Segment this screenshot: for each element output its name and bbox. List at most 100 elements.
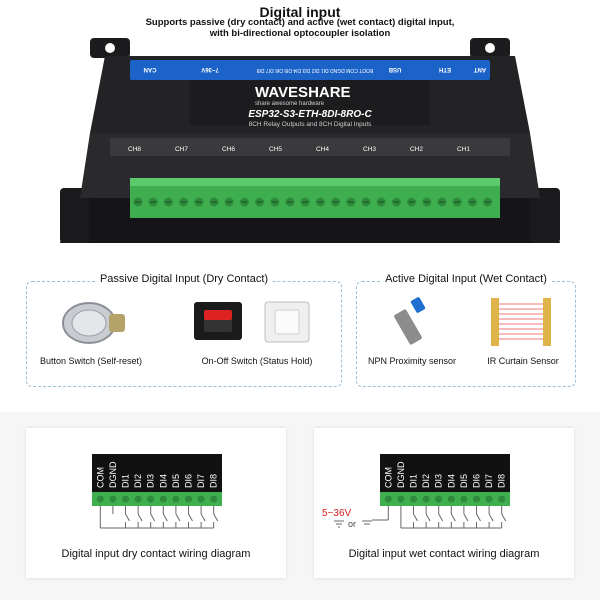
pin-label: DGND — [396, 461, 406, 488]
device-input-strip: BOOT COM DGND DI1 DI2 DI3 DI4 DI5 DI6 DI… — [256, 67, 373, 73]
channel-labels: CH8 CH7 CH6 CH5 CH4 CH3 CH2 CH1 — [128, 146, 470, 153]
pin-label: DI4 — [158, 474, 168, 488]
wall-switch-icon — [264, 301, 310, 343]
device-label-panel — [190, 80, 430, 125]
pin-screw-icon — [473, 495, 480, 503]
channel-label: CH2 — [410, 146, 423, 153]
pin-screw-icon — [422, 495, 430, 503]
switch-contact-icon — [200, 513, 206, 522]
ir-curtain-label: IR Curtain Sensor — [487, 356, 559, 366]
device-brand-tagline: share awesome hardware — [255, 101, 325, 107]
channel-label: CH1 — [457, 146, 470, 153]
port-label: USB — [388, 66, 401, 72]
terminal-screws — [133, 197, 493, 207]
pin-screw-icon — [397, 495, 405, 503]
pin-screw-icon — [210, 495, 218, 503]
active-panel-title: Active Digital Input (Wet Contact) — [357, 273, 575, 285]
pin-screw-icon — [159, 495, 167, 503]
pin-screw-icon — [498, 495, 506, 503]
pin-label: COM — [383, 467, 393, 488]
pin-screw-icon — [485, 495, 493, 503]
pin-screw-icon — [96, 495, 104, 503]
device-description: 8CH Relay Outputs and 8CH Digital Inputs — [249, 121, 373, 128]
channel-label: CH7 — [175, 146, 188, 153]
pin-label: DGND — [108, 461, 118, 488]
pin-screw-icon — [384, 495, 392, 503]
terminal-block-top — [130, 178, 500, 186]
pin-screw-icon — [185, 495, 192, 503]
pin-header — [92, 454, 222, 492]
page-title: Digital input — [259, 4, 341, 20]
pin-label: COM — [95, 467, 105, 488]
mount-hole-icon — [105, 43, 115, 53]
terminal-strip — [92, 492, 222, 506]
switch-contact-icon — [162, 513, 168, 522]
proximity-sensor-icon — [394, 297, 426, 345]
switch-contact-icon — [188, 513, 193, 522]
switch-contact-icon — [413, 513, 418, 522]
pin-screw-icon — [134, 495, 142, 503]
mount-hole-icon — [533, 155, 543, 165]
pin-label: DI8 — [209, 474, 219, 488]
switch-contact-icon — [213, 513, 219, 522]
switch-contact-icon — [488, 513, 494, 522]
switch-contact-icon — [463, 513, 469, 522]
pin-label: DI6 — [184, 474, 194, 488]
dry-wiring-caption: Digital input dry contact wiring diagram — [61, 548, 251, 560]
npn-sensor-label: NPN Proximity sensor — [367, 356, 457, 366]
pin-header — [380, 454, 510, 492]
pin-label: DI1 — [409, 474, 419, 488]
pin-label: DI8 — [497, 474, 507, 488]
device-left-ear — [60, 188, 90, 243]
pin-screw-icon — [197, 495, 205, 503]
device-brand: WAVESHARE — [255, 84, 351, 101]
pin-screw-icon — [460, 495, 468, 503]
port-label: CAN — [144, 66, 157, 72]
subtitle-line-2: with bi-directional optocoupler isolatio… — [209, 28, 391, 39]
mount-hole-icon — [485, 43, 495, 53]
switch-contact-icon — [476, 513, 481, 522]
device-model: ESP32-S3-ETH-8DI-8RO-C — [248, 109, 372, 120]
wet-wiring-caption: Digital input wet contact wiring diagram — [348, 548, 540, 560]
button-switch-label: Button Switch (Self-reset) — [39, 356, 143, 366]
device-port-strip — [130, 60, 490, 80]
port-label: 7~36V — [201, 66, 219, 72]
terminal-strip — [380, 492, 510, 506]
switch-contact-icon — [137, 513, 143, 522]
channel-label: CH8 — [128, 146, 141, 153]
passive-panel-title: Passive Digital Input (Dry Contact) — [27, 273, 341, 285]
pin-screw-icon — [410, 495, 417, 503]
pin-label: DI7 — [196, 474, 206, 488]
pin-screw-icon — [172, 495, 180, 503]
pin-screw-icon — [435, 495, 443, 503]
channel-label: CH4 — [316, 146, 329, 153]
onoff-switch-label: On-Off Switch (Status Hold) — [201, 356, 313, 366]
pin-label: DI2 — [133, 474, 143, 488]
pin-label: DI2 — [421, 474, 431, 488]
ir-curtain-icon — [491, 298, 551, 346]
channel-label: CH6 — [222, 146, 235, 153]
device-illustration: WAVESHARE share awesome hardware ESP32-S… — [60, 38, 560, 243]
push-button-icon — [62, 302, 125, 344]
switch-contact-icon — [450, 513, 456, 522]
switch-contact-icon — [425, 513, 431, 522]
port-label: ETH — [439, 66, 451, 72]
channel-label: CH5 — [269, 146, 282, 153]
or-label: or — [348, 519, 356, 529]
pin-screw-icon — [122, 495, 129, 503]
subtitle-line-1: Supports passive (dry contact) and activ… — [145, 17, 455, 28]
pin-label: DI3 — [434, 474, 444, 488]
channel-label: CH3 — [363, 146, 376, 153]
switch-contact-icon — [438, 513, 444, 522]
passive-input-panel: Passive Digital Input (Dry Contact) Butt… — [26, 273, 342, 387]
switch-contact-icon — [501, 513, 507, 522]
pin-screw-icon — [109, 495, 117, 503]
page-subtitle: Supports passive (dry contact) and activ… — [0, 17, 600, 39]
pin-label: DI3 — [146, 474, 156, 488]
device-right-ear — [530, 188, 560, 243]
pin-screw-icon — [447, 495, 455, 503]
